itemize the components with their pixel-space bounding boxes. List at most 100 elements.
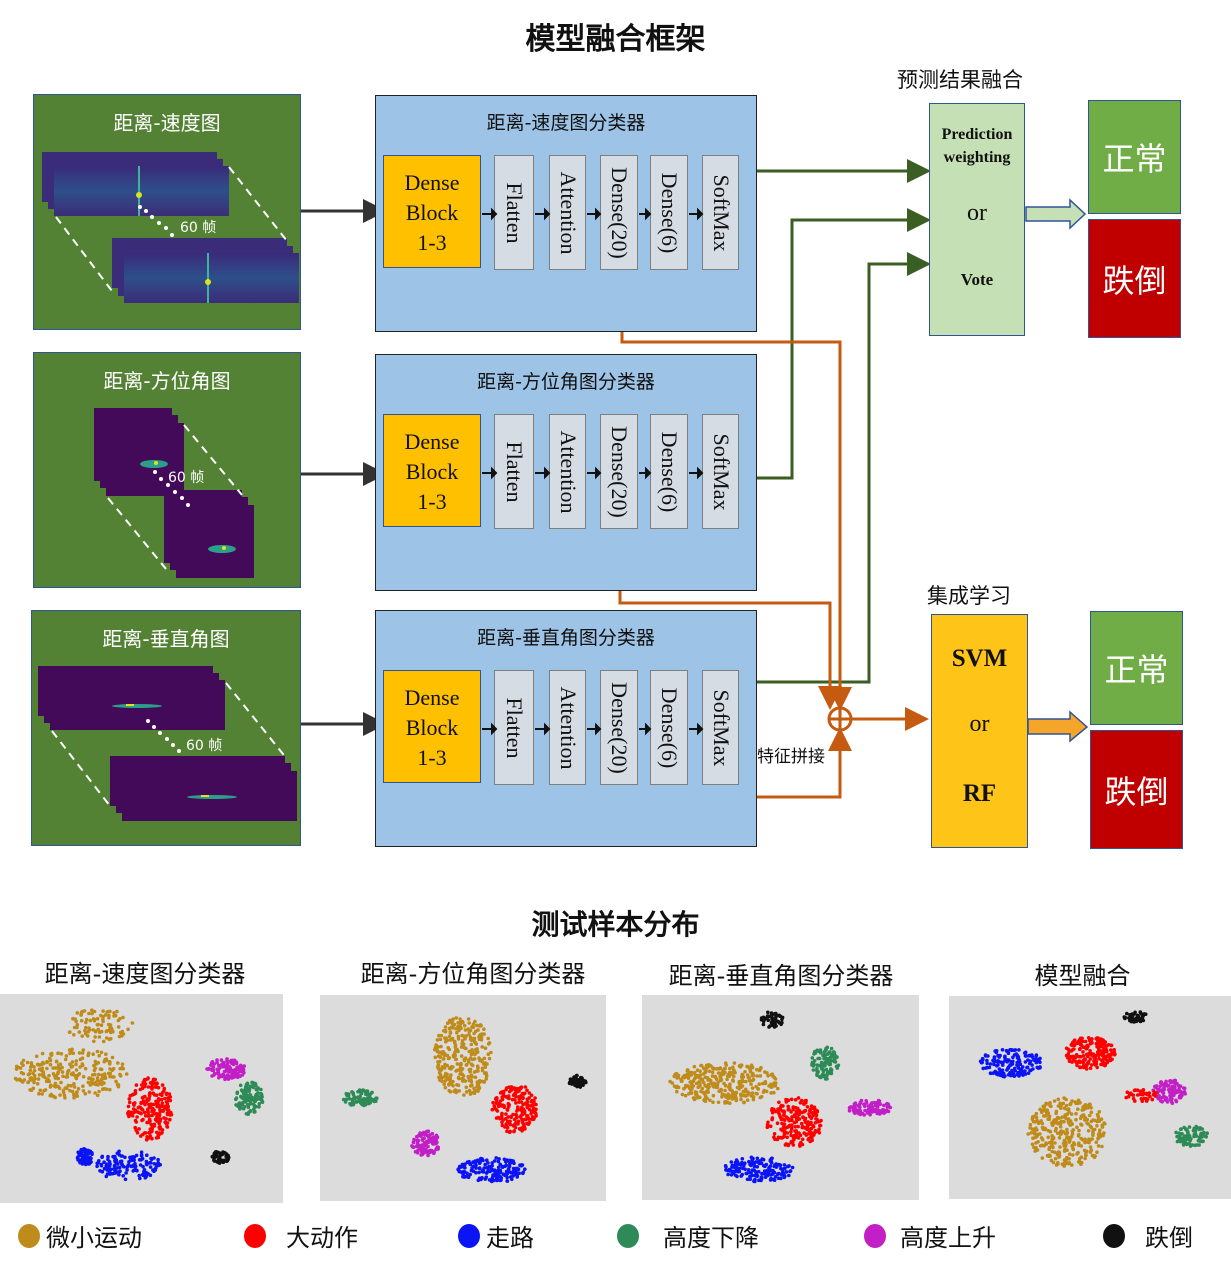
scatter-point [66,1083,71,1088]
scatter-point [818,1124,822,1128]
scatter-point [112,1014,116,1018]
scatter-point [697,1076,702,1080]
scatter-point [1088,1145,1093,1149]
scatter-point [106,1022,111,1027]
scatter-point [115,1162,120,1166]
scatter-point [80,1051,85,1055]
scatter-panel-range-azimuth [320,995,606,1201]
scatter-point [117,1172,121,1177]
scatter-point [501,1089,506,1094]
scatter-point [734,1090,738,1095]
scatter-point [851,1105,856,1109]
scatter-point [1183,1092,1187,1096]
scatter-point [1099,1037,1103,1041]
scatter-point [168,1095,173,1099]
scatter-point [1085,1121,1089,1125]
scatter-point [515,1166,520,1171]
scatter-point [757,1082,761,1086]
scatter-point [711,1100,715,1104]
scatter-point [703,1097,707,1101]
scatter-point [1069,1112,1074,1116]
scatter-point [248,1108,253,1113]
scatter-point [140,1108,145,1112]
scatter-point [772,1081,776,1085]
scatter-point [498,1170,503,1174]
classifier-range-elevation: 距离-垂直角图分类器 Dense Block 1-3 Flatten Atten… [375,610,757,847]
scatter-point [725,1077,729,1082]
scatter-point [17,1077,22,1081]
scatter-point [1013,1048,1018,1052]
scatter-point [685,1068,690,1072]
scatter-point [765,1014,770,1018]
scatter-point [341,1097,346,1102]
scatter-point [872,1100,877,1105]
scatter-point [695,1093,699,1097]
scatter-point [1016,1056,1020,1060]
scatter-point [26,1080,30,1085]
scatter-point [475,1050,480,1054]
scatter-point [886,1109,891,1114]
scatter-point [439,1033,444,1038]
scatter-point [702,1081,706,1085]
scatter-point [747,1159,751,1164]
scatter-point [788,1169,793,1173]
scatter-point [744,1079,748,1084]
scatter-point [1065,1155,1069,1160]
scatter-point [513,1125,518,1130]
scatter-point [1063,1115,1067,1119]
scatter-point [462,1057,467,1062]
scatter-point [802,1110,806,1114]
scatter-point [1135,1013,1140,1018]
attention-layer: Attention [549,414,586,529]
scatter-point [513,1091,517,1095]
scatter-point [1088,1150,1093,1154]
scatter-point [1092,1127,1097,1132]
scatter-point [1075,1063,1079,1068]
scatter-point [127,1100,132,1105]
scatter-point [731,1065,735,1070]
scatter-point [704,1063,709,1068]
scatter-point [531,1110,536,1114]
scatter-point [150,1087,154,1091]
scatter-point [430,1138,434,1142]
scatter-point [87,1051,91,1055]
scatter-point [826,1057,830,1061]
scatter-point [435,1135,440,1139]
scatter-point [1028,1122,1033,1127]
scatter-point [464,1090,469,1094]
classifier-title: 距离-垂直角图分类器 [477,627,655,649]
scatter-point [138,1176,142,1181]
scatter-point [100,1169,105,1174]
scatter-point [776,1171,781,1176]
scatter-point [1093,1154,1097,1158]
scatter-point [1006,1051,1011,1055]
scatter-point [1040,1156,1045,1160]
scatter-point [883,1110,887,1115]
dense6-layer: Dense(6) [650,155,688,270]
scatter-point [1058,1125,1063,1129]
scatter-point [806,1137,810,1142]
scatter-point [1183,1127,1188,1131]
scatter-point [988,1062,993,1066]
scatter-point [148,1127,153,1131]
scatter-point [1057,1136,1062,1140]
scatter-point [157,1121,161,1126]
scatter-point [690,1086,694,1091]
scatter-point [828,1062,833,1067]
scatter-point [796,1124,800,1129]
scatter-point [768,1158,773,1162]
scatter-point [1057,1121,1061,1125]
scatter-point [452,1041,457,1045]
scatter-point [1178,1134,1182,1139]
scatter-point [790,1118,794,1123]
scatter-point [159,1097,164,1102]
scatter-point [1086,1129,1091,1133]
scatter-point [763,1070,767,1074]
scatter-point [48,1093,52,1098]
scatter-point [124,1072,129,1076]
scatter-point [695,1068,700,1072]
scatter-point [1072,1141,1076,1145]
scatter-point [527,1096,531,1100]
scatter-point [95,1164,99,1169]
scatter-point [115,1009,119,1014]
